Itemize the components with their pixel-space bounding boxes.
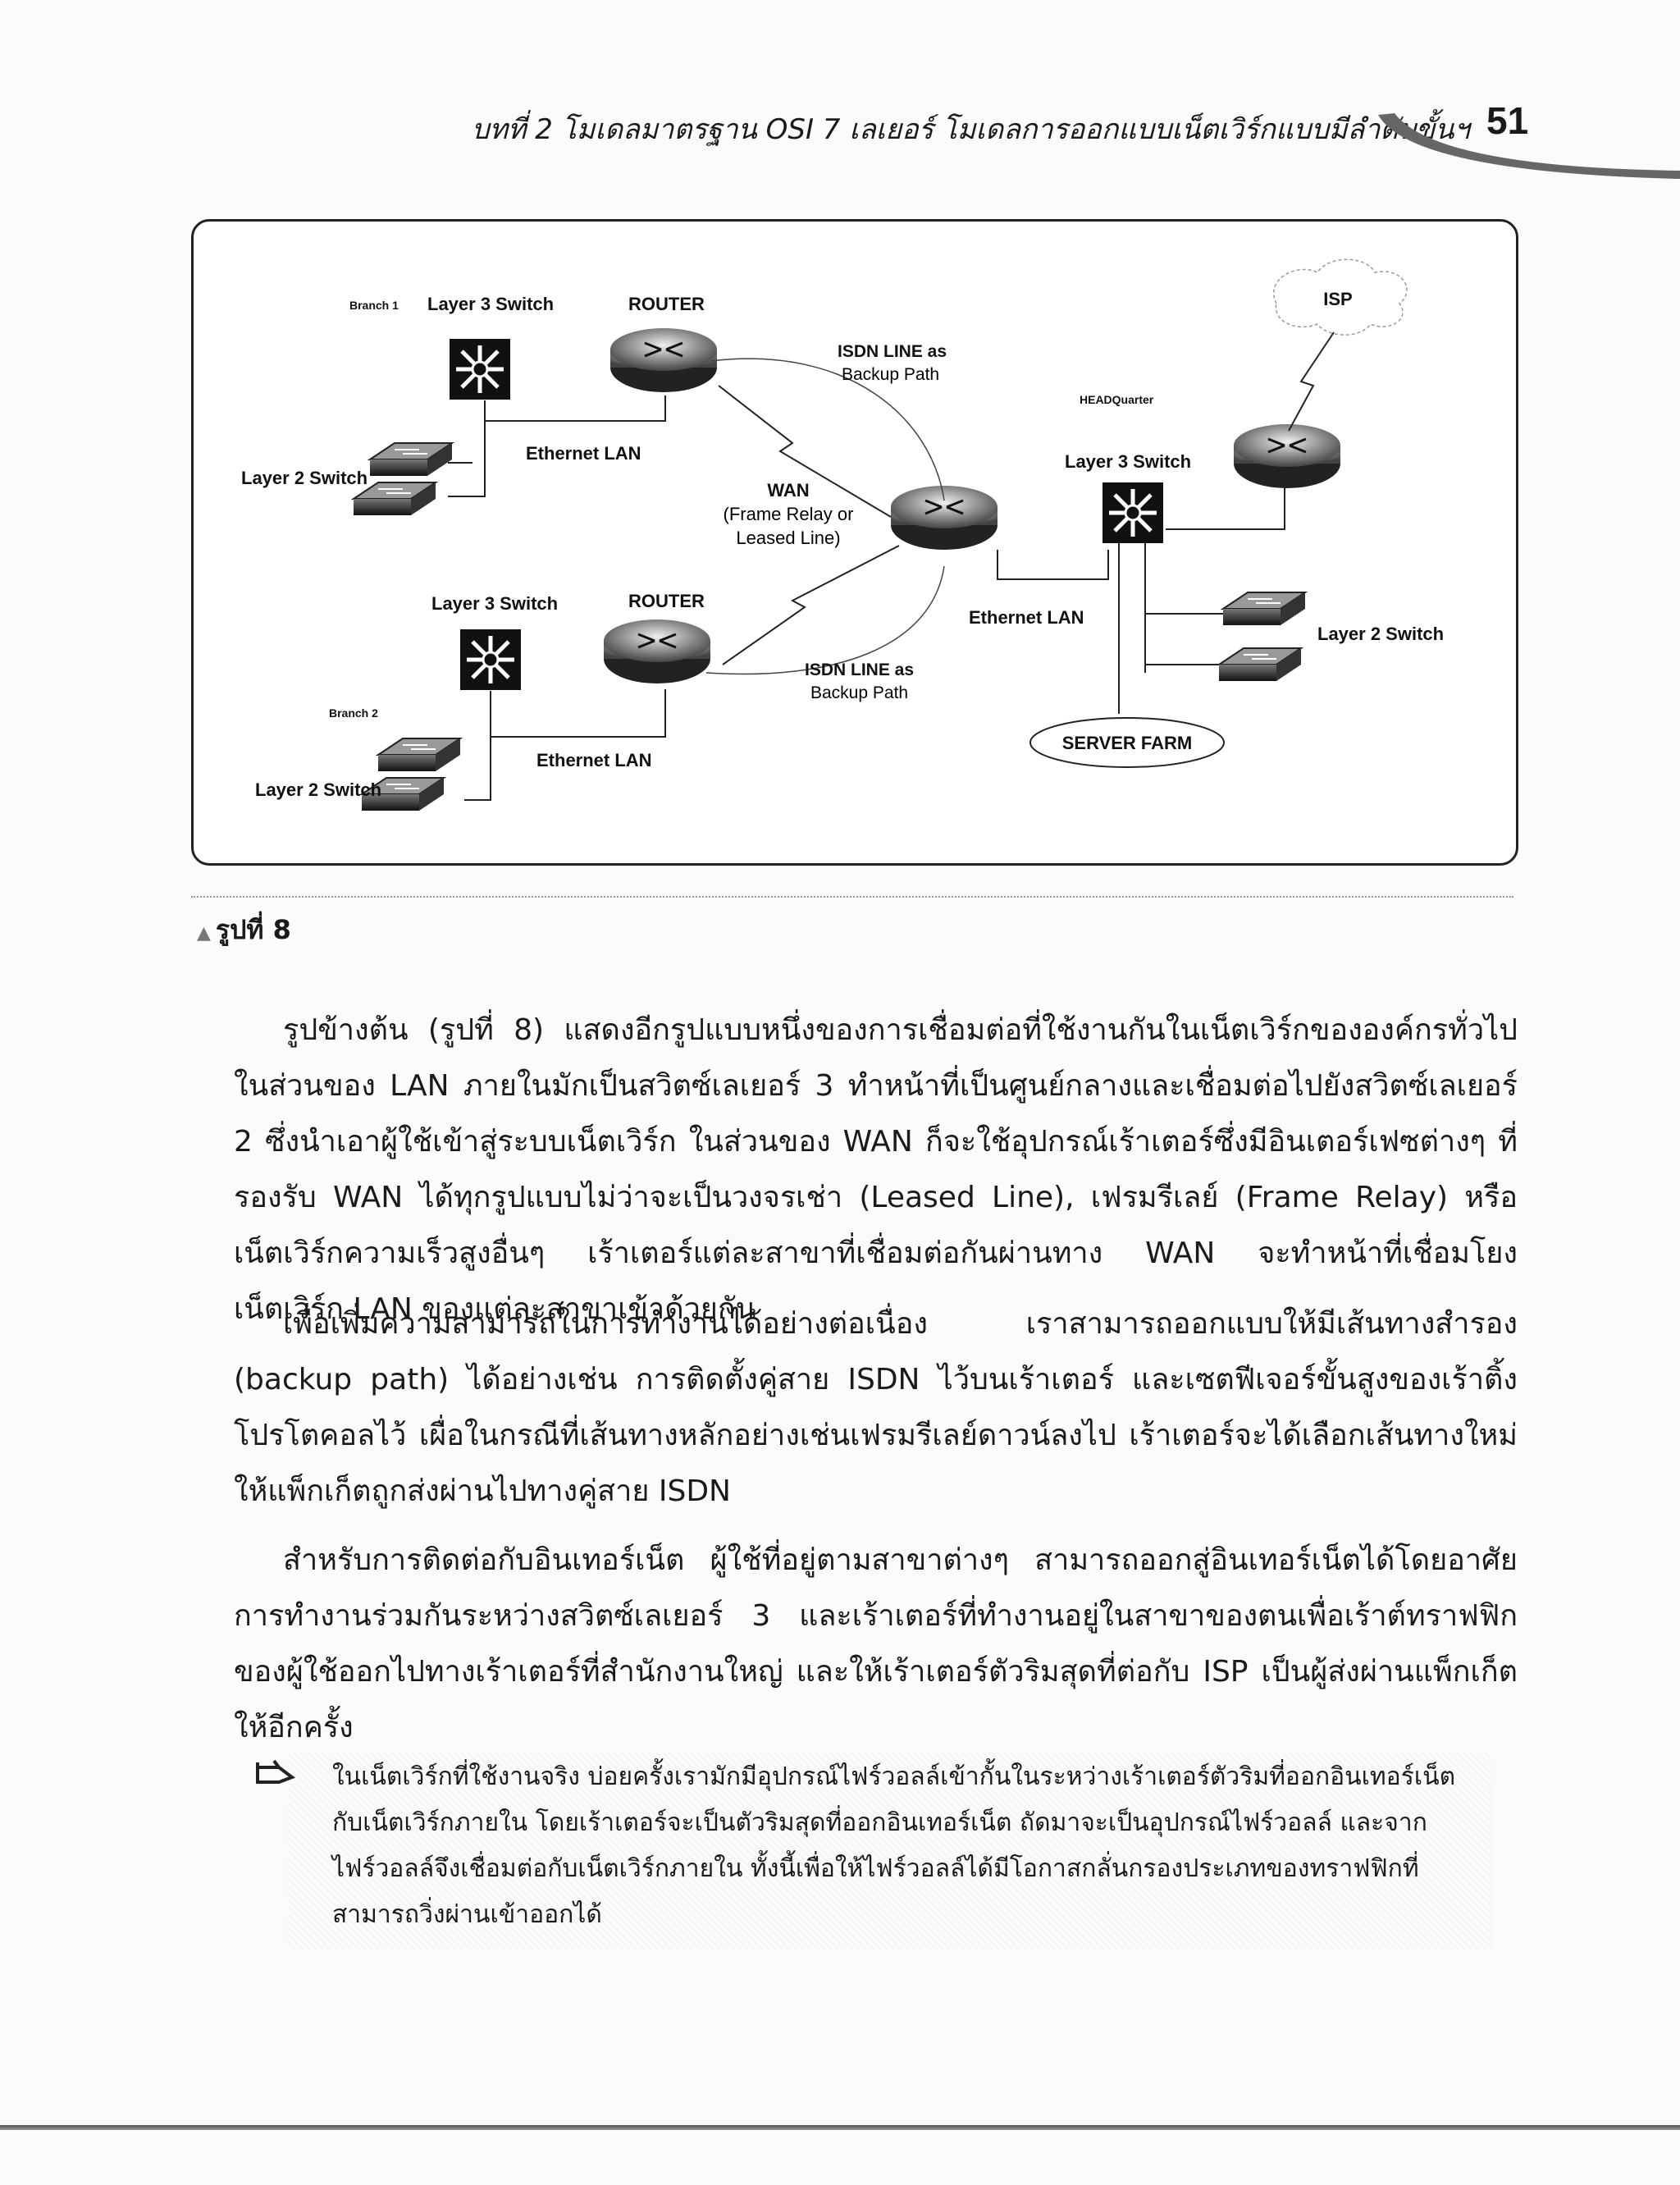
wan-group: WAN (Frame Relay or Leased Line) ISDN LI… [705, 342, 1109, 702]
branch1-group: Branch 1 Layer 3 Switch ROUTER Ethernet … [241, 294, 719, 516]
hq-lan-label: Ethernet LAN [969, 607, 1084, 628]
wan-line-2: (Frame Relay or [724, 504, 854, 524]
paragraph-2: เพื่อเพิ่มความสามารถในการทำงานได้อย่างต่… [234, 1307, 1518, 1508]
isp-label: ISP [1323, 289, 1352, 309]
caption-rule [191, 896, 1513, 898]
header-swoosh-decoration [1378, 113, 1680, 179]
branch2-l2-switch-a-icon [377, 738, 461, 772]
hq-l3-label: Layer 3 Switch [1065, 451, 1191, 472]
wan-core-router-icon [889, 484, 999, 551]
isdn-bottom-line-1: ISDN LINE as [805, 661, 914, 679]
paragraph-3: สำหรับการติดต่อกับอินเทอร์เน็ต ผู้ใช้ที่… [234, 1543, 1518, 1744]
branch2-lan-label: Ethernet LAN [536, 750, 652, 770]
branch2-router-label: ROUTER [628, 591, 705, 611]
server-farm-label: SERVER FARM [1062, 733, 1193, 753]
wan-line-3: Leased Line) [736, 528, 840, 548]
hq-name: HEADQuarter [1080, 393, 1154, 406]
branch1-name: Branch 1 [349, 299, 399, 312]
page-number: 51 [1486, 99, 1529, 142]
branch1-lan-label: Ethernet LAN [526, 443, 641, 464]
branch2-layer3-switch-icon [460, 629, 521, 690]
figure-caption: ▲รูปที่ 8 [197, 909, 291, 951]
hq-l2-label: Layer 2 Switch [1317, 624, 1444, 644]
chapter-title: บทที่ 2 โมเดลมาตรฐาน OSI 7 เลเยอร์ โมเดล… [472, 113, 1470, 146]
branch2-router-icon [602, 618, 712, 685]
isdn-top-line-2: Backup Path [842, 365, 939, 384]
caption-text: รูปที่ 8 [215, 914, 291, 945]
branch1-l2-label: Layer 2 Switch [241, 468, 368, 488]
network-diagram-figure: Branch 1 Layer 3 Switch ROUTER Ethernet … [191, 219, 1518, 866]
branch1-l3-label: Layer 3 Switch [427, 294, 554, 314]
hq-edge-router-icon [1232, 423, 1342, 490]
isdn-bottom-line-2: Backup Path [810, 683, 908, 702]
branch2-l2-label: Layer 2 Switch [255, 779, 381, 800]
branch2-l3-label: Layer 3 Switch [431, 593, 558, 614]
note-background [287, 1752, 1493, 1949]
isp-cloud-icon [1273, 258, 1408, 336]
hq-l2-switch-a-icon [1222, 592, 1306, 626]
hq-layer3-switch-icon [1102, 482, 1163, 543]
branch1-router-label: ROUTER [628, 294, 705, 314]
paragraph-1: รูปข้างต้น (รูปที่ 8) แสดงอีกรูปแบบหนึ่ง… [234, 1013, 1518, 1326]
footer-rule [0, 2125, 1680, 2130]
note-text: ในเน็ตเวิร์กที่ใช้งานจริง บ่อยครั้งเรามั… [332, 1762, 1456, 1929]
hq-l2-switch-b-icon [1218, 647, 1302, 682]
page-header: บทที่ 2 โมเดลมาตรฐาน OSI 7 เลเยอร์ โมเดล… [0, 90, 1680, 179]
branch1-layer3-switch-icon [450, 339, 510, 400]
branch1-l2-switch-a-icon [369, 442, 453, 477]
pointing-hand-icon [256, 1759, 296, 1784]
headquarter-group: HEADQuarter Layer 3 Switch Ethernet LAN … [969, 258, 1444, 768]
network-diagram: Branch 1 Layer 3 Switch ROUTER Ethernet … [241, 258, 1444, 811]
branch1-router-icon [609, 327, 719, 394]
caption-marker-icon: ▲ [197, 923, 211, 944]
server-farm-ellipse [1029, 717, 1225, 768]
branch2-group: Layer 3 Switch ROUTER Ethernet LAN Branc… [255, 591, 712, 811]
branch2-name: Branch 2 [329, 706, 378, 720]
wan-line-1: WAN [767, 480, 809, 501]
isdn-top-line-1: ISDN LINE as [838, 342, 947, 361]
